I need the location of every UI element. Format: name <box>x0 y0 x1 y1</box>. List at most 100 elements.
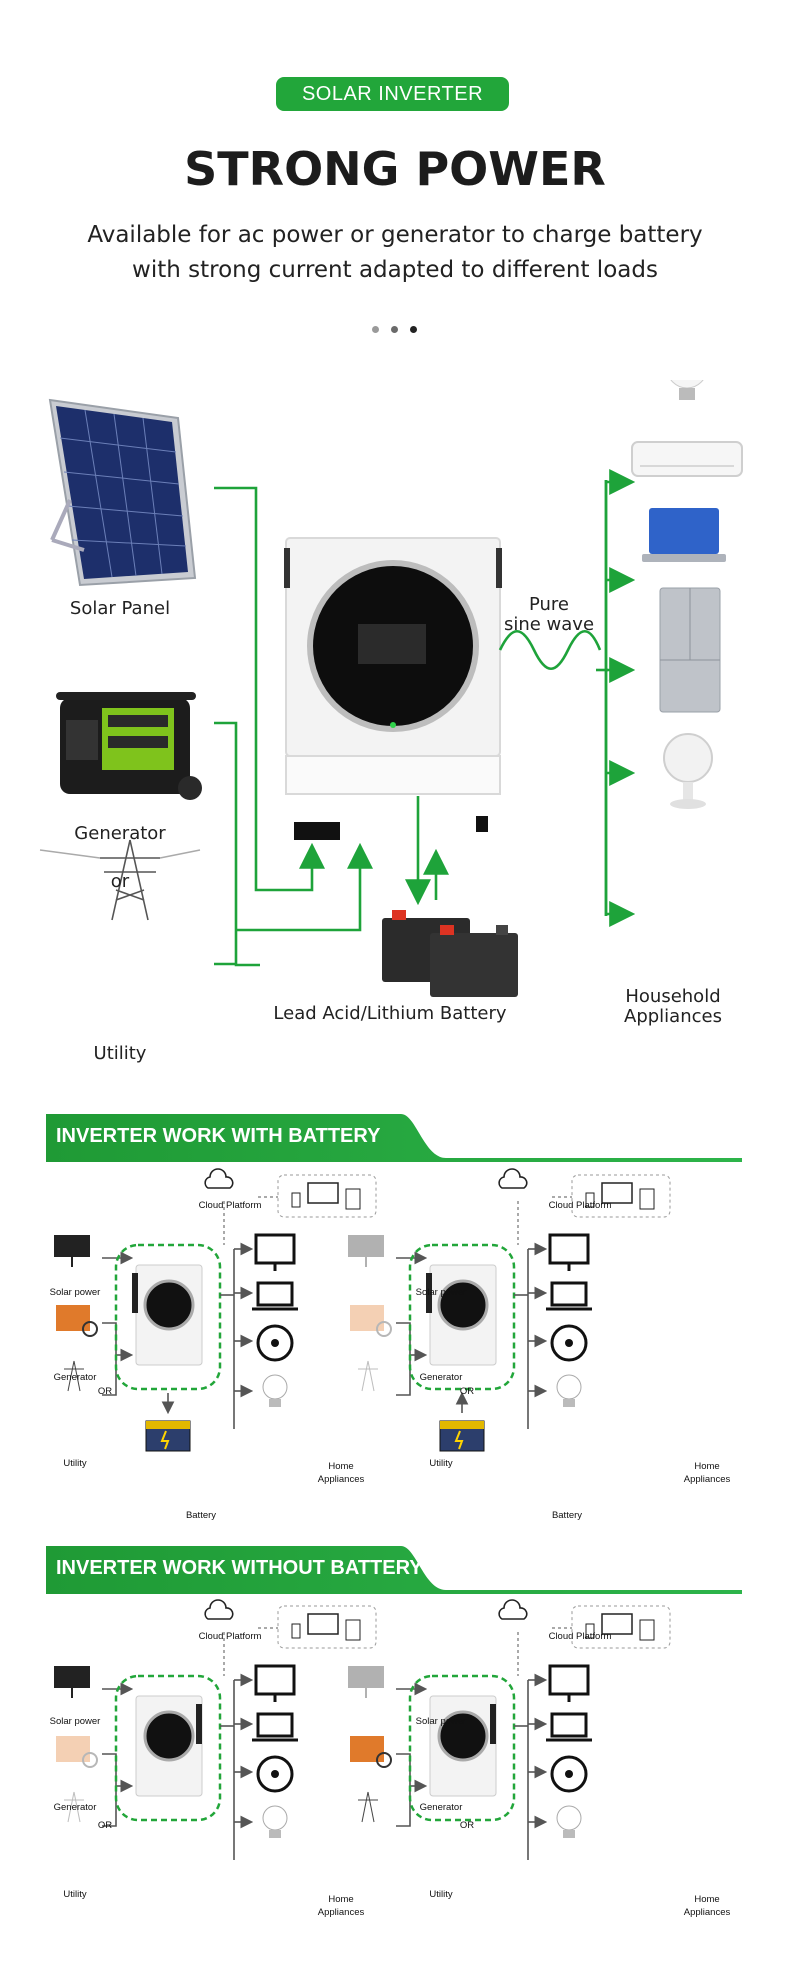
cloud-platform-label: Cloud Platform <box>548 1631 612 1642</box>
without-battery-left-diagram <box>54 1599 377 1860</box>
inverter-image <box>284 537 502 840</box>
cloud-platform-label: Cloud Platform <box>198 1631 262 1642</box>
bulb-icon <box>262 1374 288 1407</box>
fan-icon <box>550 1324 588 1362</box>
with-battery-right-diagram <box>348 1168 671 1452</box>
fan-icon <box>256 1324 294 1362</box>
or-label: or <box>110 871 130 892</box>
solar-power-icon <box>348 1666 384 1698</box>
generator-label: Generator <box>74 823 166 844</box>
banner-without-battery-text: INVERTER WORK WITHOUT BATTERY <box>56 1557 423 1579</box>
or-label: OR <box>97 1820 113 1831</box>
or-label: OR <box>459 1820 475 1831</box>
carousel-dot-1[interactable] <box>372 326 379 333</box>
cloud-platform-label: Cloud Platform <box>548 1200 612 1211</box>
solar-power-label: Solar power <box>49 1287 101 1298</box>
devices-icon <box>291 1182 361 1210</box>
with-battery-left-diagram <box>54 1168 377 1452</box>
or-label: OR <box>459 1386 475 1397</box>
battery-label: Battery <box>185 1510 217 1521</box>
monitor-icon <box>254 1233 296 1271</box>
utility-icon <box>64 1791 84 1823</box>
inverter-icon <box>426 1264 497 1366</box>
home-label: Home <box>328 1461 354 1472</box>
utility-label: Utility <box>429 1458 453 1469</box>
generator-label: Generator <box>419 1802 463 1813</box>
generator-image <box>56 692 202 800</box>
solar-panel-label: Solar Panel <box>69 598 171 619</box>
utility-label: Utility <box>429 1889 453 1900</box>
solar-power-label: Solar power <box>49 1716 101 1727</box>
appliances-label: Appliances <box>683 1907 731 1918</box>
devices-icon <box>585 1182 655 1210</box>
fan-icon <box>256 1755 294 1793</box>
utility-label: Utility <box>63 1458 87 1469</box>
carousel-dot-2[interactable] <box>391 326 398 333</box>
battery-icon <box>439 1420 485 1452</box>
subtitle-line-2: with strong current adapted to different… <box>132 257 658 283</box>
inverter-icon <box>135 1695 203 1797</box>
laptop-icon <box>252 1712 298 1742</box>
solar-power-icon <box>54 1666 90 1698</box>
laptop-icon <box>546 1281 592 1311</box>
battery-label: Lead Acid/Lithium Battery <box>273 1003 507 1024</box>
appliances-label: Appliances <box>317 1907 365 1918</box>
generator-label: Generator <box>419 1372 463 1383</box>
laptop-icon <box>252 1281 298 1311</box>
battery-icon <box>145 1420 191 1452</box>
air-conditioner-image <box>631 441 743 477</box>
appliances-label: Appliances <box>683 1474 731 1485</box>
bulb-icon <box>556 1805 582 1838</box>
solar-power-icon <box>348 1235 384 1267</box>
solar-power-icon <box>54 1235 90 1267</box>
without-battery-diagrams <box>54 1599 671 1860</box>
inverter-icon <box>132 1264 203 1366</box>
utility-icon <box>64 1360 84 1392</box>
battery-image <box>382 910 518 997</box>
utility-icon <box>358 1360 378 1392</box>
utility-label: Utility <box>63 1889 87 1900</box>
household-label-2: Appliances <box>624 1006 722 1027</box>
cloud-icon <box>498 1168 528 1189</box>
generator-icon <box>350 1736 392 1768</box>
solar-power-label: Solar power <box>415 1716 467 1727</box>
utility-label: Utility <box>93 1043 147 1064</box>
banner-with-battery-text: INVERTER WORK WITH BATTERY <box>56 1125 381 1147</box>
sine-wave-label: sine wave <box>503 614 595 635</box>
banner-with-battery: INVERTER WORK WITH BATTERY <box>46 1114 742 1162</box>
page-title: STRONG POWER <box>184 142 606 196</box>
generator-icon <box>56 1305 98 1337</box>
fan-icon <box>550 1755 588 1793</box>
refrigerator-image <box>659 587 721 713</box>
laptop-icon <box>546 1712 592 1742</box>
with-battery-diagrams <box>54 1168 671 1452</box>
solar-power-label: Solar power <box>415 1287 467 1298</box>
pure-label: Pure <box>528 594 570 615</box>
bulb-image <box>670 380 704 400</box>
utility-icon <box>358 1791 378 1823</box>
generator-label: Generator <box>53 1372 97 1383</box>
utility-tower-image <box>39 839 201 921</box>
devices-icon <box>291 1613 361 1641</box>
solar-panel-image <box>48 398 197 587</box>
fan-image <box>663 733 713 809</box>
devices-icon <box>585 1613 655 1641</box>
generator-icon <box>350 1305 392 1337</box>
carousel-dot-3[interactable] <box>410 326 417 333</box>
without-battery-right-diagram <box>348 1599 671 1860</box>
subtitle-line-1: Available for ac power or generator to c… <box>87 222 703 248</box>
banner-without-battery: INVERTER WORK WITHOUT BATTERY <box>46 1546 742 1594</box>
solar-inverter-badge: SOLAR INVERTER <box>276 77 509 111</box>
battery-label: Battery <box>551 1510 583 1521</box>
overview-diagram <box>39 380 743 997</box>
monitor-icon <box>254 1664 296 1702</box>
home-label: Home <box>328 1894 354 1905</box>
laptop-image <box>642 508 726 562</box>
cloud-platform-label: Cloud Platform <box>198 1200 262 1211</box>
or-label: OR <box>97 1386 113 1397</box>
bulb-icon <box>262 1805 288 1838</box>
generator-label: Generator <box>53 1802 97 1813</box>
bulb-icon <box>556 1374 582 1407</box>
appliances-label: Appliances <box>317 1474 365 1485</box>
cloud-icon <box>204 1168 234 1189</box>
